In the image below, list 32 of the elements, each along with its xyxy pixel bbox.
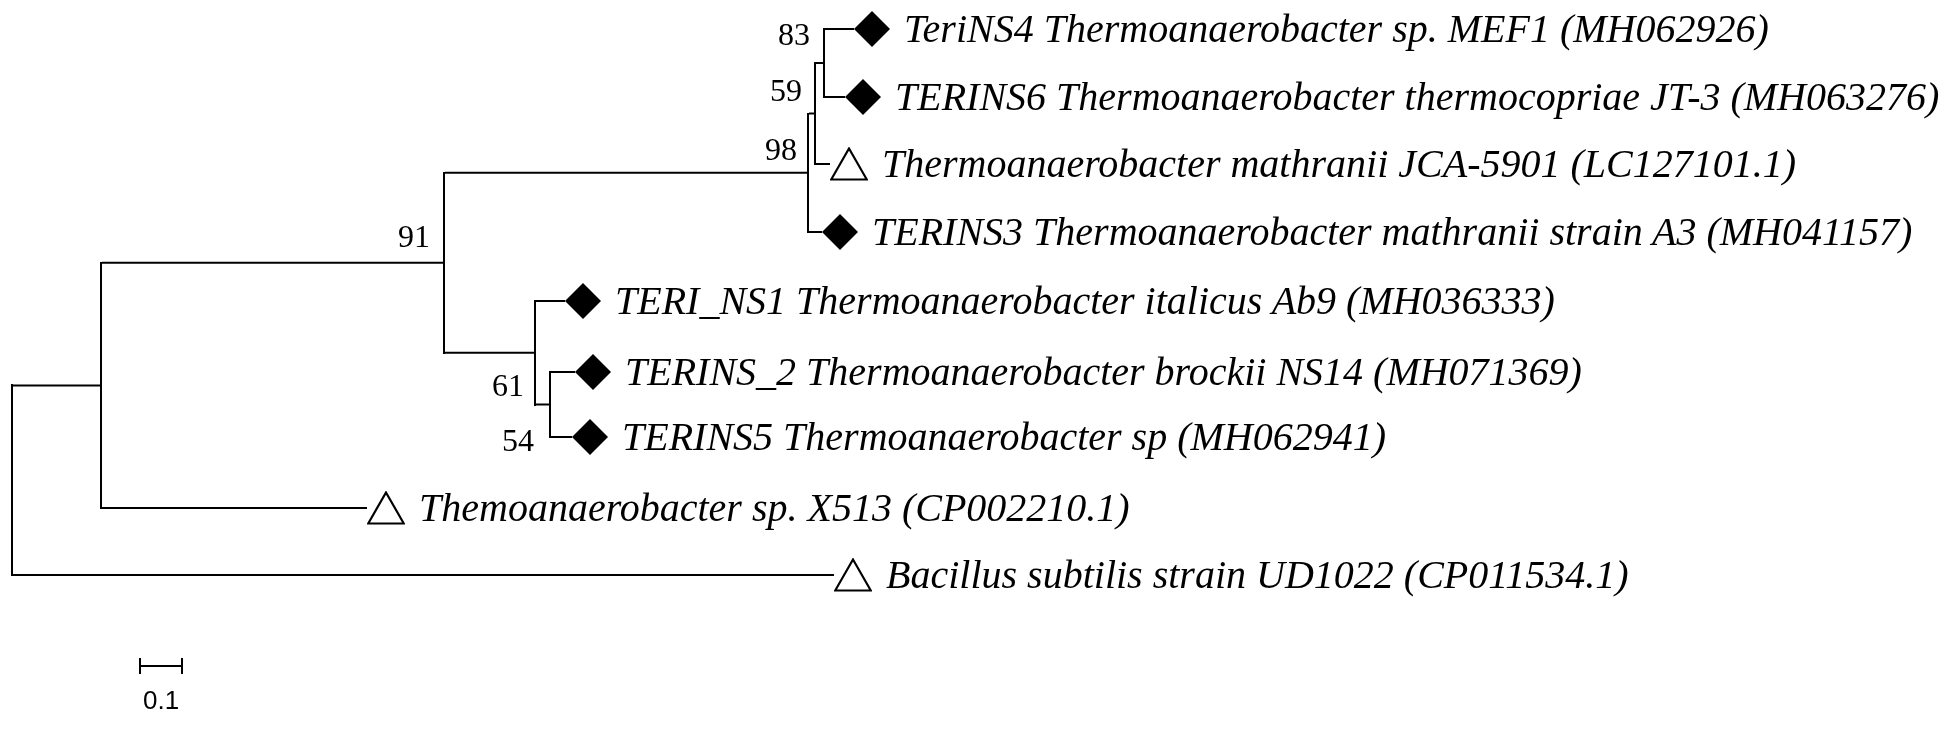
taxon-label: Bacillus subtilis strain UD1022 (CP011534.1) <box>886 555 1629 595</box>
taxon-label: TERI_NS1 Thermoanaerobacter italicus Ab9 (MH036333) <box>615 281 1555 321</box>
bootstrap-value: 54 <box>502 424 534 456</box>
taxon-label: TeriNS4 Thermoanaerobacter sp. MEF1 (MH062926) <box>904 9 1769 49</box>
branch-line <box>808 231 823 233</box>
branch-line <box>815 62 824 64</box>
branch-line <box>815 163 831 165</box>
branch-line <box>101 507 368 509</box>
branch-line <box>101 261 444 264</box>
branch-line <box>535 300 566 302</box>
taxon-label: TERINS6 Thermoanaerobacter thermocopriae JT-3 (MH063276) <box>895 77 1940 117</box>
branch-line <box>824 96 846 98</box>
branch-line <box>808 112 815 115</box>
taxon-label: TERINS3 Thermoanaerobacter mathranii strain A3 (MH041157) <box>872 212 1913 252</box>
branch-line <box>12 384 101 387</box>
taxon-label: Themoanaerobacter sp. X513 (CP002210.1) <box>419 488 1130 528</box>
scale-value: 0.1 <box>143 687 180 713</box>
taxon-label: Thermoanaerobacter mathranii JCA-5901 (LC127101.1) <box>882 144 1797 184</box>
branch-line <box>535 403 550 406</box>
branch-line <box>550 371 576 373</box>
bootstrap-value: 98 <box>765 133 797 165</box>
bootstrap-value: 83 <box>778 18 810 50</box>
branch-line <box>444 171 808 174</box>
taxon-label: TERINS5 Thermoanaerobacter sp (MH062941) <box>622 417 1386 457</box>
bootstrap-value: 91 <box>398 220 430 252</box>
branch-line <box>550 436 573 438</box>
bootstrap-value: 59 <box>770 74 802 106</box>
branch-line <box>444 351 535 354</box>
branch-line <box>12 574 835 576</box>
bootstrap-value: 61 <box>492 369 524 401</box>
branch-line <box>824 28 855 30</box>
taxon-label: TERINS_2 Thermoanaerobacter brockii NS14 (MH071369) <box>625 352 1582 392</box>
